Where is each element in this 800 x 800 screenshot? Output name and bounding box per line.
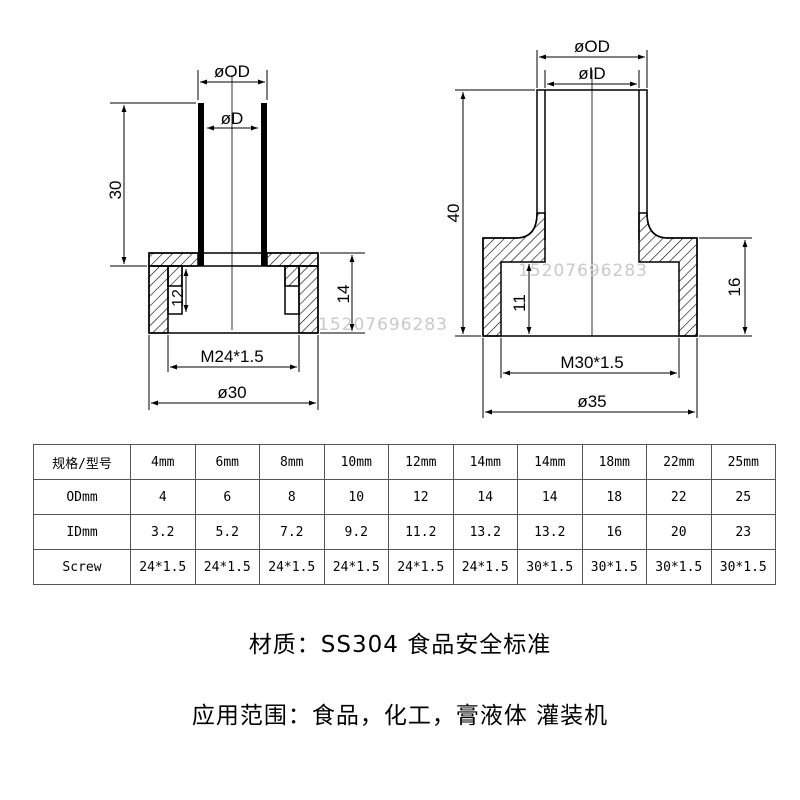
watermark-right: 15207696283 bbox=[518, 261, 648, 281]
spec-size-cell: 10mm bbox=[323, 444, 389, 480]
left-nut-section-left bbox=[148, 265, 169, 334]
spec-size-cell: 18mm bbox=[581, 444, 647, 480]
spec-size-cell: 14mm bbox=[517, 444, 583, 480]
spec-value-cell: 24*1.5 bbox=[388, 549, 454, 585]
spec-value-cell: 6 bbox=[194, 479, 260, 515]
left-thread-label: M24*1.5 bbox=[200, 347, 263, 366]
spec-size-cell: 6mm bbox=[194, 444, 260, 480]
right-part-dimensions bbox=[455, 50, 752, 418]
spec-value-cell: 8 bbox=[259, 479, 325, 515]
right-flange-height-label: 16 bbox=[725, 278, 744, 297]
right-section-left bbox=[482, 212, 546, 337]
spec-size-cell: 25mm bbox=[710, 444, 776, 480]
spec-value-cell: 30*1.5 bbox=[517, 549, 583, 585]
spec-size-cell: 12mm bbox=[388, 444, 454, 480]
spec-size-cell: 22mm bbox=[646, 444, 712, 480]
spec-value-cell: 25 bbox=[710, 479, 776, 515]
spec-header-label: 规格/型号 bbox=[33, 444, 131, 480]
left-tube-wall-right bbox=[261, 103, 267, 266]
spec-value-cell: 13.2 bbox=[517, 514, 583, 550]
right-thread-label: M30*1.5 bbox=[560, 353, 623, 372]
spec-size-cell: 4mm bbox=[130, 444, 196, 480]
spec-value-cell: 24*1.5 bbox=[452, 549, 518, 585]
spec-row-label: ODmm bbox=[33, 479, 131, 515]
left-tube-wall-left bbox=[198, 103, 204, 266]
spec-value-cell: 13.2 bbox=[452, 514, 518, 550]
spec-value-cell: 24*1.5 bbox=[259, 549, 325, 585]
spec-value-cell: 23 bbox=[710, 514, 776, 550]
spec-value-cell: 12 bbox=[388, 479, 454, 515]
spec-value-cell: 24*1.5 bbox=[194, 549, 260, 585]
right-od-label: øOD bbox=[574, 37, 610, 56]
spec-row-label: IDmm bbox=[33, 514, 131, 550]
left-part-dimensions bbox=[110, 70, 365, 410]
right-height-label: 40 bbox=[444, 204, 463, 223]
spec-value-cell: 24*1.5 bbox=[130, 549, 196, 585]
spec-value-cell: 30*1.5 bbox=[646, 549, 712, 585]
spec-value-cell: 7.2 bbox=[259, 514, 325, 550]
spec-value-cell: 9.2 bbox=[323, 514, 389, 550]
material-note: 材质：SS304 食品安全标准 bbox=[248, 632, 552, 658]
left-flange-height-label: 14 bbox=[334, 285, 353, 304]
spec-value-cell: 30*1.5 bbox=[581, 549, 647, 585]
spec-value-cell: 24*1.5 bbox=[323, 549, 389, 585]
spec-value-cell: 16 bbox=[581, 514, 647, 550]
right-thread-height-label: 11 bbox=[510, 294, 529, 312]
left-od-label: øOD bbox=[214, 62, 250, 81]
left-height-label: 30 bbox=[106, 181, 125, 200]
technical-drawing: øOD øD 30 12 14 M24*1.5 ø30 bbox=[106, 37, 752, 418]
left-base-dia-label: ø30 bbox=[217, 383, 246, 402]
spec-value-cell: 10 bbox=[323, 479, 389, 515]
left-nut-section-right bbox=[298, 265, 319, 334]
spec-value-cell: 3.2 bbox=[130, 514, 196, 550]
left-thread-height-label: 12 bbox=[170, 289, 187, 307]
watermark-left: 15207696283 bbox=[318, 315, 448, 335]
spec-value-cell: 11.2 bbox=[388, 514, 454, 550]
spec-value-cell: 30*1.5 bbox=[710, 549, 776, 585]
spec-value-cell: 20 bbox=[646, 514, 712, 550]
right-id-label: øID bbox=[578, 64, 605, 83]
right-base-dia-label: ø35 bbox=[577, 392, 606, 411]
spec-value-cell: 4 bbox=[130, 479, 196, 515]
right-part-drawing bbox=[482, 70, 698, 337]
spec-value-cell: 5.2 bbox=[194, 514, 260, 550]
spec-value-cell: 18 bbox=[581, 479, 647, 515]
spec-size-cell: 8mm bbox=[259, 444, 325, 480]
spec-value-cell: 14 bbox=[517, 479, 583, 515]
spec-value-cell: 22 bbox=[646, 479, 712, 515]
spec-value-cell: 14 bbox=[452, 479, 518, 515]
left-id-label: øD bbox=[221, 109, 244, 128]
application-note: 应用范围：食品，化工，膏液体 灌装机 bbox=[191, 703, 609, 729]
spec-row-label: Screw bbox=[33, 549, 131, 585]
right-section-right bbox=[638, 212, 698, 337]
left-part-drawing bbox=[148, 75, 319, 334]
spec-size-cell: 14mm bbox=[452, 444, 518, 480]
